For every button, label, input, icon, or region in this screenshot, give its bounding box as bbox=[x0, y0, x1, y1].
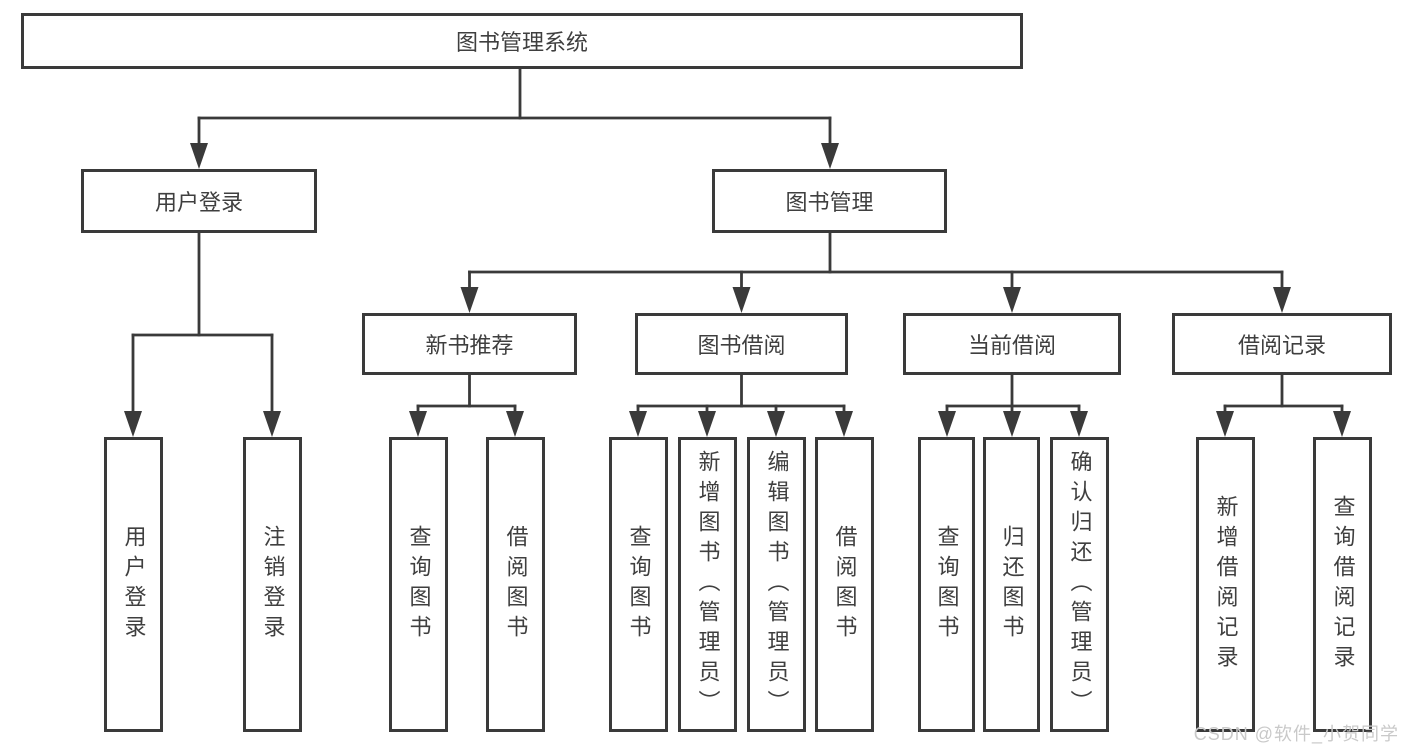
leaf-add-borrow-record: 新增借阅记录 bbox=[1196, 437, 1255, 732]
leaf-query-books-2: 查询图书 bbox=[609, 437, 668, 732]
leaf-query-books-3: 查询图书 bbox=[918, 437, 975, 732]
leaf-add-borrow-record-label: 新增借阅记录 bbox=[1213, 494, 1239, 675]
leaf-edit-books-admin-label: 编辑图书（管理员） bbox=[764, 449, 790, 720]
leaf-query-books-3-label: 查询图书 bbox=[934, 524, 960, 645]
leaf-add-books-admin: 新增图书（管理员） bbox=[678, 437, 737, 732]
node-user-login: 用户登录 bbox=[81, 169, 317, 233]
leaf-logout-label: 注销登录 bbox=[260, 524, 286, 645]
csdn-watermark: CSDN @软件_小贺同学 bbox=[1193, 724, 1399, 744]
leaf-borrow-books-2-label: 借阅图书 bbox=[832, 524, 858, 645]
leaf-borrow-books-2: 借阅图书 bbox=[815, 437, 874, 732]
leaf-query-books-1-label: 查询图书 bbox=[406, 524, 432, 645]
leaf-confirm-return-admin: 确认归还（管理员） bbox=[1050, 437, 1109, 732]
leaf-return-books: 归还图书 bbox=[983, 437, 1040, 732]
leaf-logout: 注销登录 bbox=[243, 437, 302, 732]
node-root-label: 图书管理系统 bbox=[455, 30, 588, 55]
leaf-return-books-label: 归还图书 bbox=[999, 524, 1025, 645]
leaf-borrow-books-1-label: 借阅图书 bbox=[503, 524, 529, 645]
leaf-confirm-return-admin-label: 确认归还（管理员） bbox=[1067, 449, 1093, 720]
leaf-user-login: 用户登录 bbox=[104, 437, 163, 732]
node-book-borrow: 图书借阅 bbox=[635, 313, 848, 375]
leaf-borrow-books-1: 借阅图书 bbox=[486, 437, 545, 732]
leaf-user-login-label: 用户登录 bbox=[121, 524, 147, 645]
node-current-borrow-label: 当前借阅 bbox=[967, 333, 1056, 358]
leaf-query-borrow-record: 查询借阅记录 bbox=[1313, 437, 1372, 732]
node-borrow-records-label: 借阅记录 bbox=[1237, 333, 1326, 358]
node-new-book-recommend: 新书推荐 bbox=[362, 313, 577, 375]
leaf-query-books-2-label: 查询图书 bbox=[626, 524, 652, 645]
node-book-borrow-label: 图书借阅 bbox=[697, 333, 786, 358]
leaf-query-borrow-record-label: 查询借阅记录 bbox=[1330, 494, 1356, 675]
node-root: 图书管理系统 bbox=[21, 13, 1023, 69]
leaf-edit-books-admin: 编辑图书（管理员） bbox=[747, 437, 806, 732]
node-book-management-label: 图书管理 bbox=[785, 190, 874, 215]
leaf-query-books-1: 查询图书 bbox=[389, 437, 448, 732]
node-borrow-records: 借阅记录 bbox=[1172, 313, 1392, 375]
node-current-borrow: 当前借阅 bbox=[903, 313, 1121, 375]
node-new-book-recommend-label: 新书推荐 bbox=[425, 333, 514, 358]
node-user-login-label: 用户登录 bbox=[154, 190, 243, 215]
leaf-add-books-admin-label: 新增图书（管理员） bbox=[695, 449, 721, 720]
node-book-management: 图书管理 bbox=[712, 169, 947, 233]
